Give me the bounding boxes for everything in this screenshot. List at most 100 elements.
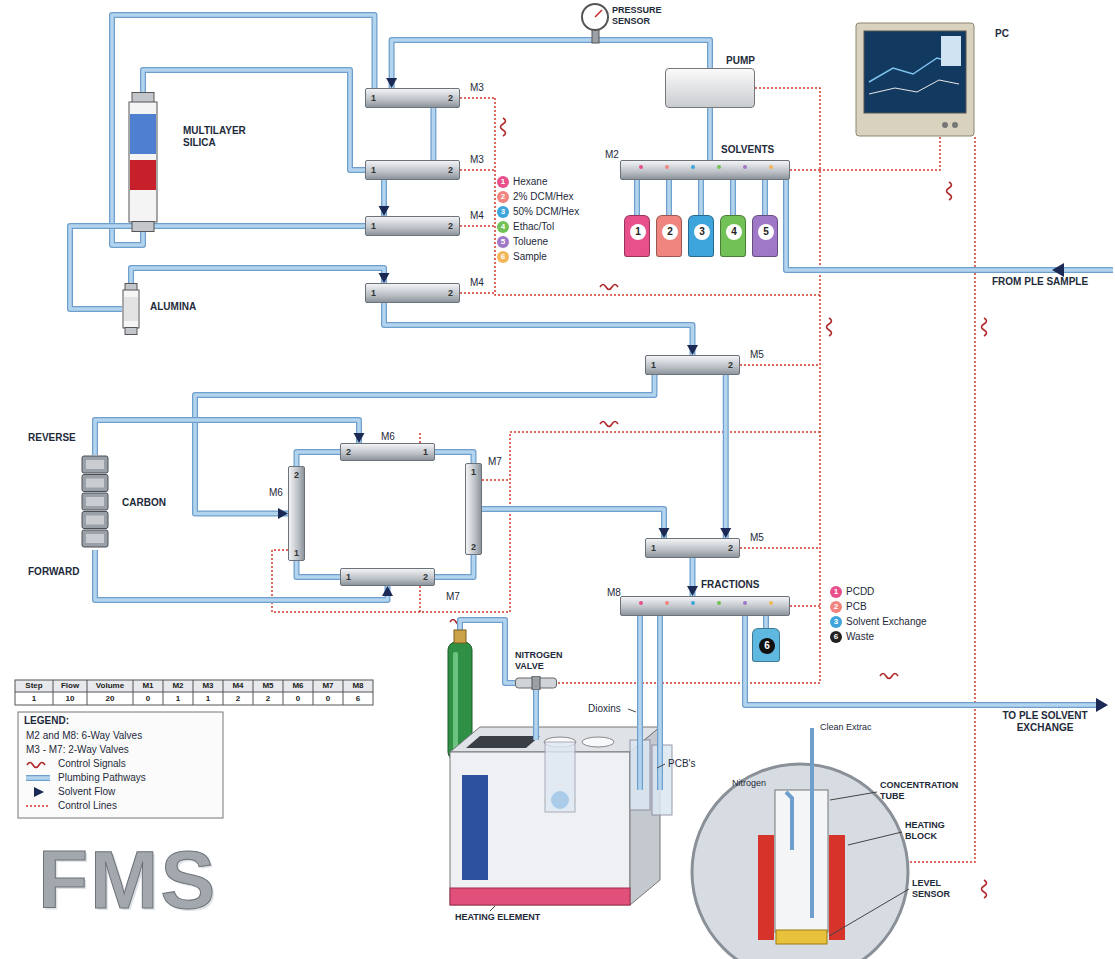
node-label: 2 [448, 221, 453, 232]
callout-number: 3 [497, 206, 509, 218]
table-cell: 1 [193, 693, 223, 705]
two-way-valve: M621 [288, 466, 305, 561]
alumina-column [125, 284, 137, 291]
valve-label: M7 [446, 591, 460, 603]
node-label: 4 [726, 224, 742, 240]
callout-number: 2 [830, 601, 842, 613]
two-way-valve: M312 [365, 160, 460, 180]
control-lines [790, 605, 820, 607]
evaporator [490, 906, 495, 911]
node-label: 1 [371, 165, 376, 176]
pipe-connector [433, 108, 434, 160]
six-way-valve [639, 601, 643, 605]
control-lines [460, 97, 495, 99]
node-label: 2 [346, 447, 351, 458]
pipe-connector [720, 375, 731, 538]
fraction-name: Waste [846, 631, 874, 643]
legend-sample [24, 786, 52, 798]
pipe-connector [386, 40, 580, 88]
legend-sample [24, 758, 52, 770]
pipe-outline [143, 70, 365, 170]
pc-monitor: PC [855, 22, 975, 137]
pipe-fill [667, 180, 671, 215]
pipe-fill [112, 15, 375, 245]
pipe-connector [733, 180, 734, 215]
concentration-inset [830, 792, 877, 800]
plumbing [1096, 698, 1108, 712]
pipe-fill [435, 555, 474, 577]
node-label: 5 [758, 224, 774, 240]
valve-label: M6 [381, 431, 395, 443]
control-lines [557, 88, 820, 683]
flow-arrowhead [278, 508, 288, 519]
concentration-inset [848, 832, 902, 845]
step-table [193, 680, 194, 705]
pipe-fill [690, 40, 710, 68]
pipe-outline [112, 15, 375, 245]
evaporator [658, 616, 662, 790]
flow-arrowhead [354, 433, 365, 443]
two-way-valve: M312 [365, 88, 460, 108]
valve-label: M4 [470, 210, 484, 222]
concentration-inset [810, 728, 814, 918]
node-label: 2 [728, 543, 733, 554]
flow-direction: REVERSE [28, 432, 76, 444]
control-lines [272, 88, 975, 862]
solvent-name: Hexane [513, 176, 547, 188]
control-lines [460, 169, 495, 171]
node-label: 1 [371, 221, 376, 232]
fraction-name: PCB [846, 601, 867, 613]
pipe-connector [687, 558, 698, 596]
carbon-column [86, 534, 104, 543]
two-way-valve: M512 [645, 538, 740, 558]
evaporator [582, 737, 614, 747]
valve-label: M4 [470, 277, 484, 289]
concentration-inset [829, 889, 909, 936]
valve-label: M3 [470, 154, 484, 166]
pipe-connector [710, 108, 711, 160]
flow-arrowhead [382, 586, 393, 596]
node-label: MULTILAYER SILICA [183, 125, 278, 149]
pressure-sensor [582, 4, 608, 30]
nitrogen-cylinder [453, 652, 458, 750]
solvent-name: 2% DCM/Hex [513, 191, 574, 203]
six-way-valve [621, 597, 791, 617]
alumina-column [124, 297, 138, 321]
legend-text: Solvent Flow [58, 786, 115, 798]
six-way-valve [691, 165, 695, 169]
carbon-column [82, 456, 108, 473]
pipe-outline [430, 108, 436, 160]
pc-monitor [941, 36, 961, 66]
plumbing [1052, 263, 1064, 277]
pipe-fill [435, 452, 474, 463]
node-label: 1 [346, 572, 351, 583]
plumbing-sample [26, 775, 50, 781]
legend-row: Plumbing Pathways [24, 772, 220, 785]
solvent-bottle: 2 [656, 215, 682, 257]
control-lines [820, 137, 940, 170]
nitrogen-valve [532, 676, 540, 690]
valve-label: M6 [269, 487, 283, 499]
valve-label: M5 [750, 349, 764, 361]
pipe-connector [669, 180, 670, 215]
pipe-connector [131, 268, 390, 283]
pipe-fill [432, 108, 436, 160]
pipe-label: FROM PLE SAMPLE [992, 276, 1088, 288]
nitrogen-valve: NITROGEN VALVE [515, 676, 557, 690]
table-cell: 0 [313, 693, 343, 705]
pipe-connector [701, 180, 702, 215]
pipe-fill [699, 180, 703, 215]
flow-arrowhead [379, 273, 390, 283]
part-label: PCB's [668, 758, 695, 770]
step-table [343, 680, 344, 705]
table-header: Step [15, 680, 53, 692]
alumina-column [122, 283, 140, 335]
node-label: 2 [448, 165, 453, 176]
control-lines [419, 586, 421, 612]
control-signal-symbols [947, 182, 952, 200]
alumina-column [123, 290, 139, 328]
node-label: 2 [448, 93, 453, 104]
step-table [313, 680, 314, 705]
table-header: M1 [133, 680, 163, 692]
